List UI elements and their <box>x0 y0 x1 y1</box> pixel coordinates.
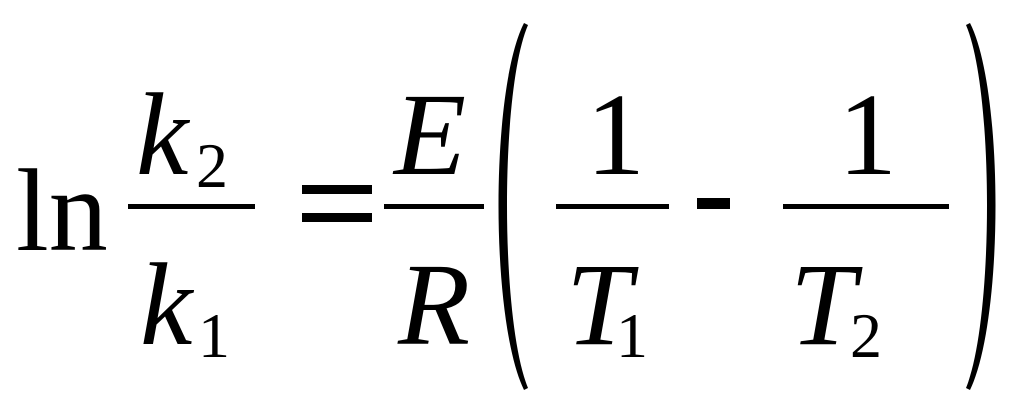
t2-base: T <box>790 239 856 370</box>
r-denominator: R <box>398 239 471 370</box>
coefficient-fraction-bar <box>384 204 484 209</box>
right-parenthesis <box>966 23 996 390</box>
k2-subscript: 2 <box>196 130 228 201</box>
term1-numerator: 1 <box>586 69 645 200</box>
term2-numerator: 1 <box>838 69 897 200</box>
term2-fraction-bar <box>783 204 949 209</box>
k1-base: k <box>140 239 193 370</box>
term1-fraction-bar <box>556 204 669 209</box>
lhs-fraction-bar <box>128 204 255 209</box>
k2-base: k <box>136 69 189 200</box>
left-parenthesis <box>498 23 528 390</box>
k1-subscript: 1 <box>198 300 230 371</box>
t2-subscript: 2 <box>850 300 882 371</box>
e-numerator: E <box>394 69 467 200</box>
t1-base: T <box>566 239 632 370</box>
ln-function: ln <box>16 145 108 276</box>
t1-subscript: 1 <box>616 300 648 371</box>
